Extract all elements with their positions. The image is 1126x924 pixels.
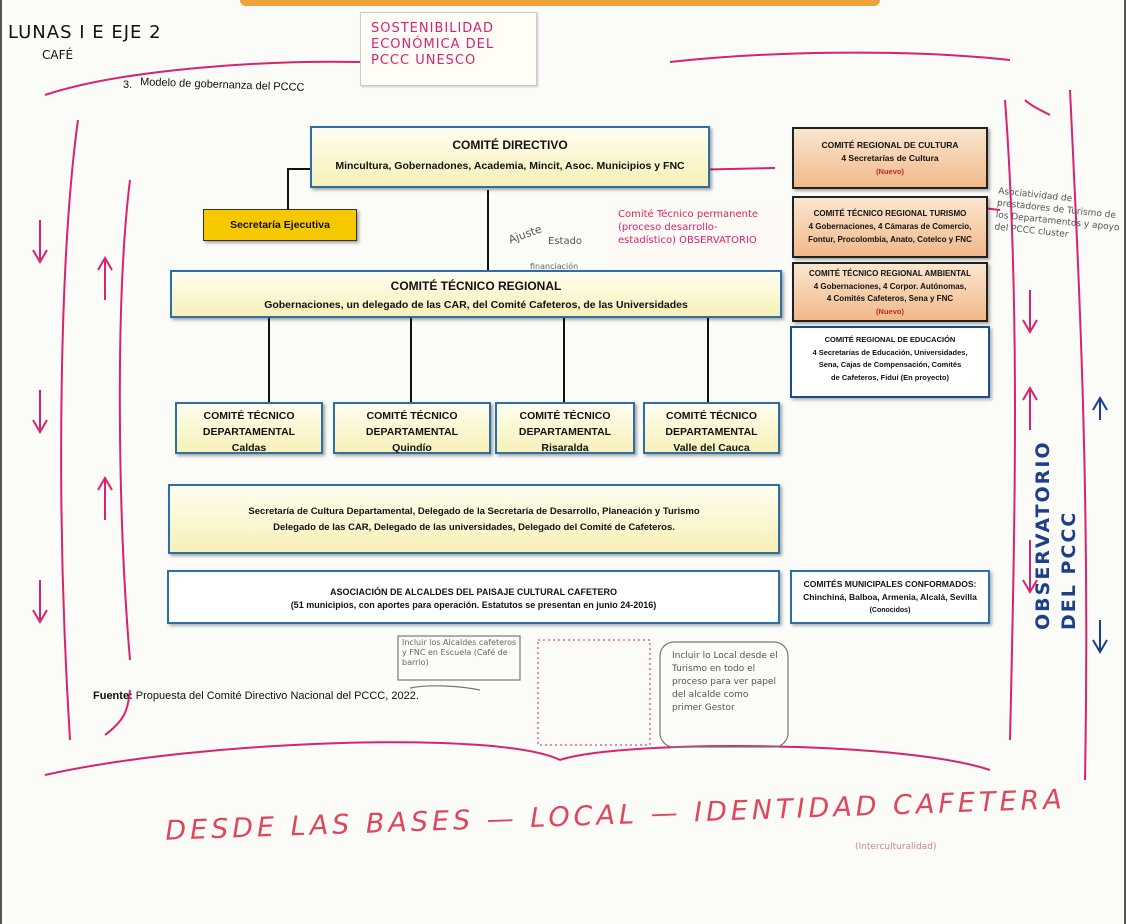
annotation-estado: Estado — [548, 236, 583, 247]
turismo-members-1: 4 Gobernaciones, 4 Cámaras de Comercio, — [808, 222, 972, 231]
educacion-title: COMITÉ REGIONAL DE EDUCACIÓN — [824, 335, 956, 344]
comites-municipales-box: COMITÉS MUNICIPALES CONFORMADOS: Chinchi… — [790, 570, 990, 624]
comite-regional-ambiental-box: COMITÉ TÉCNICO REGIONAL AMBIENTAL 4 Gobe… — [792, 262, 988, 322]
annotation-sostenibilidad: SOSTENIBILIDAD ECONÓMICA DEL PCCC UNESCO — [371, 21, 495, 68]
connector-regional-dep1 — [268, 318, 270, 402]
source-text: Propuesta del Comité Directivo Nacional … — [135, 690, 419, 702]
departamental-subtitle: DEPARTAMENTAL — [518, 426, 612, 438]
comite-regional-cultura-box: COMITÉ REGIONAL DE CULTURA 4 Secretarías… — [792, 127, 988, 189]
ambiental-title: COMITÉ TÉCNICO REGIONAL AMBIENTAL — [808, 269, 972, 278]
comite-directivo-box: COMITÉ DIRECTIVO Mincultura, Gobernadone… — [310, 126, 710, 188]
connector-regional-dep4 — [707, 318, 709, 402]
educacion-members-1: 4 Secretarías de Educación, Universidade… — [812, 347, 968, 357]
annotation-incluir-alcaldes: Incluir los Alcaldes cafeteros y FNC en … — [402, 638, 517, 667]
top-orange-band — [240, 0, 880, 6]
annotation-top-left: LUNAS I E EJE 2 — [8, 22, 162, 43]
annotation-comite-tecnico: Comité Técnico permanente (proceso desar… — [618, 209, 759, 246]
departamental-title: COMITÉ TÉCNICO — [366, 410, 458, 422]
comite-tecnico-regional-box: COMITÉ TÉCNICO REGIONAL Gobernaciones, u… — [170, 270, 782, 318]
departamental-subtitle: DEPARTAMENTAL — [365, 426, 459, 438]
connector-directivo-regional — [487, 190, 489, 270]
ambiental-status: (Nuevo) — [876, 306, 904, 316]
source-label: Fuente: — [93, 690, 133, 702]
secretaria-ejecutiva-box: Secretaría Ejecutiva — [203, 209, 357, 241]
connector-directivo-secretaria-v — [287, 168, 289, 210]
page-border-right — [1124, 0, 1126, 924]
sticky-note-comite-tecnico: Comité Técnico permanente (proceso desar… — [608, 202, 783, 264]
departamental-title: COMITÉ TÉCNICO — [666, 410, 757, 422]
annotation-incluir-local: Incluir lo Local desde el Turismo en tod… — [672, 651, 778, 713]
asociacion-alcaldes-box: ASOCIACIÓN DE ALCALDES DEL PAISAJE CULTU… — [167, 570, 780, 624]
comite-departamental-valle: COMITÉ TÉCNICO DEPARTAMENTAL Valle del C… — [643, 402, 780, 454]
comite-regional-turismo-box: COMITÉ TÉCNICO REGIONAL TURISMO 4 Gobern… — [792, 196, 988, 258]
municipales-list: Chinchiná, Balboa, Armenia, Alcalá, Sevi… — [803, 592, 977, 602]
departamental-members-line1: Secretaría de Cultura Departamental, Del… — [248, 506, 700, 517]
comite-departamental-risaralda: COMITÉ TÉCNICO DEPARTAMENTAL Risaralda — [495, 402, 635, 454]
cultura-title: COMITÉ REGIONAL DE CULTURA — [821, 140, 959, 150]
educacion-members-3: de Cafeteros, Fiduí (En proyecto) — [831, 372, 949, 382]
section-number: 3. — [123, 79, 133, 91]
departamental-members-box: Secretaría de Cultura Departamental, Del… — [168, 484, 780, 554]
source-line: Fuente: Propuesta del Comité Directivo N… — [93, 690, 419, 702]
comite-tecnico-regional-members: Gobernaciones, un delegado de las CAR, d… — [264, 299, 688, 311]
departamental-subtitle: DEPARTAMENTAL — [202, 426, 296, 438]
comite-departamental-caldas: COMITÉ TÉCNICO DEPARTAMENTAL Caldas — [175, 402, 323, 454]
cultura-status: (Nuevo) — [876, 167, 904, 176]
comite-regional-educacion-box: COMITÉ REGIONAL DE EDUCACIÓN 4 Secretarí… — [790, 326, 990, 398]
asociacion-title: ASOCIACIÓN DE ALCALDES DEL PAISAJE CULTU… — [329, 587, 617, 597]
turismo-members-2: Fontur, Procolombia, Anato, Cotelco y FN… — [808, 235, 972, 244]
annotation-observatorio: OBSERVATORIO DEL PCCC — [1032, 440, 1080, 630]
educacion-members-2: Sena, Cajas de Compensación, Comités — [818, 360, 962, 369]
ambiental-members-2: 4 Comités Cafeteros, Sena y FNC — [826, 294, 954, 303]
departamental-place: Valle del Cauca — [673, 442, 750, 454]
comite-directivo-title: COMITÉ DIRECTIVO — [452, 138, 568, 152]
footer-slogan-sub: (Interculturalidad) — [855, 842, 937, 852]
municipales-title: COMITÉS MUNICIPALES CONFORMADOS: — [803, 579, 977, 589]
ambiental-members-1: 4 Gobernaciones, 4 Corpor. Autónomas, — [813, 281, 967, 291]
departamental-members-line2: Delegado de las CAR, Delegado de las uni… — [273, 522, 675, 533]
connector-regional-dep3 — [563, 318, 565, 402]
turismo-title: COMITÉ TÉCNICO REGIONAL TURISMO — [813, 209, 967, 218]
sticky-note-sostenibilidad: SOSTENIBILIDAD ECONÓMICA DEL PCCC UNESCO — [360, 12, 537, 86]
comite-tecnico-regional-title: COMITÉ TÉCNICO REGIONAL — [390, 279, 562, 293]
connector-directivo-secretaria-h — [287, 168, 317, 170]
secretaria-ejecutiva-label: Secretaría Ejecutiva — [230, 219, 330, 231]
departamental-place: Risaralda — [541, 442, 589, 454]
annotation-top-left-sub: CAFÉ — [42, 48, 74, 62]
comite-departamental-quindio: COMITÉ TÉCNICO DEPARTAMENTAL Quindío — [333, 402, 491, 454]
departamental-place: Caldas — [231, 442, 267, 454]
departamental-subtitle: DEPARTAMENTAL — [665, 426, 758, 438]
departamental-title: COMITÉ TÉCNICO — [519, 410, 611, 422]
page-border-left — [0, 0, 2, 924]
cultura-members: 4 Secretarías de Cultura — [841, 153, 939, 163]
departamental-title: COMITÉ TÉCNICO — [203, 410, 295, 422]
asociacion-detail: (51 municipios, con aportes para operaci… — [290, 600, 657, 610]
connector-regional-dep2 — [410, 318, 412, 402]
annotation-financiacion: financiación — [530, 262, 579, 271]
municipales-status: (Conocidos) — [869, 607, 911, 614]
departamental-place: Quindío — [392, 442, 432, 454]
comite-directivo-members: Mincultura, Gobernadones, Academia, Minc… — [335, 160, 685, 172]
